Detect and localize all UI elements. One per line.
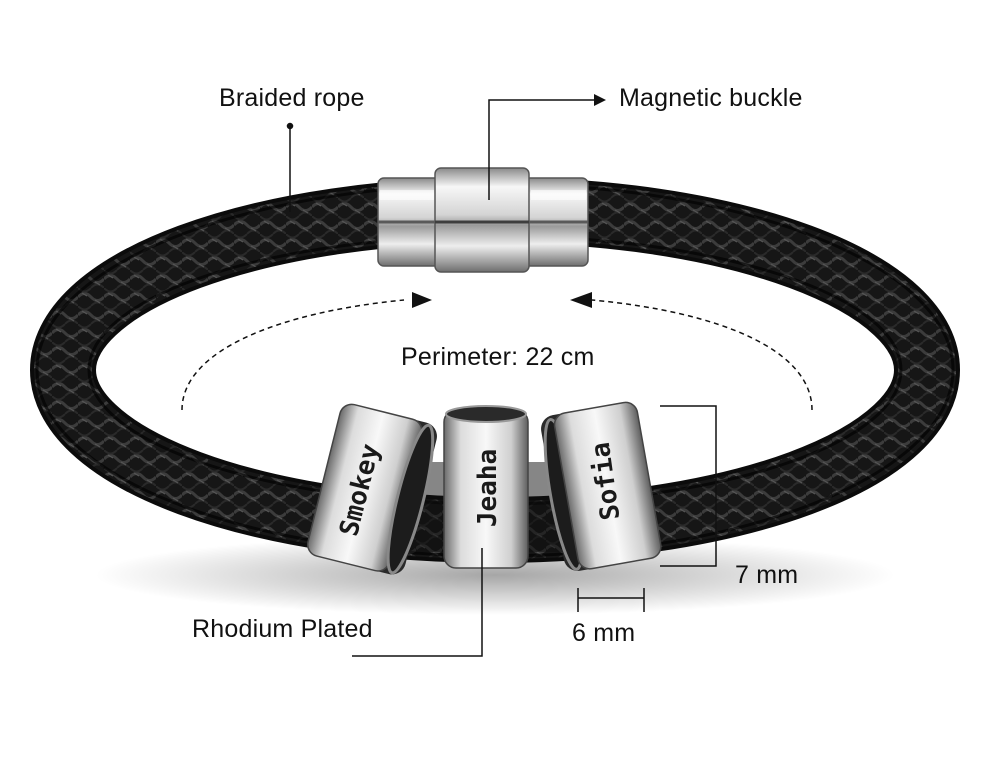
- label-width: 6 mm: [572, 619, 636, 647]
- bead-sofia: [541, 401, 662, 571]
- label-braided-rope: Braided rope: [219, 84, 365, 112]
- label-rhodium-plated: Rhodium Plated: [192, 615, 373, 643]
- rhodium-leader: [352, 548, 483, 657]
- buckle-leader: [488, 99, 596, 200]
- height-bracket: [660, 405, 717, 567]
- arrow-right-icon: [412, 292, 432, 308]
- magnetic-buckle: [377, 167, 589, 273]
- label-height: 7 mm: [735, 561, 799, 589]
- bead-smokey: [306, 403, 437, 575]
- bracelet-shadow: [95, 535, 895, 615]
- leader-lines: [286, 99, 717, 657]
- label-perimeter: Perimeter: 22 cm: [401, 343, 595, 371]
- label-magnetic-buckle: Magnetic buckle: [619, 84, 803, 112]
- buckle-arrow-icon: [594, 94, 606, 106]
- bead-text-jeaha: Jeaha: [473, 449, 503, 527]
- perimeter-indicator: [181, 292, 813, 411]
- arrow-left-icon: [570, 292, 592, 308]
- bead-jeaha: [443, 405, 529, 569]
